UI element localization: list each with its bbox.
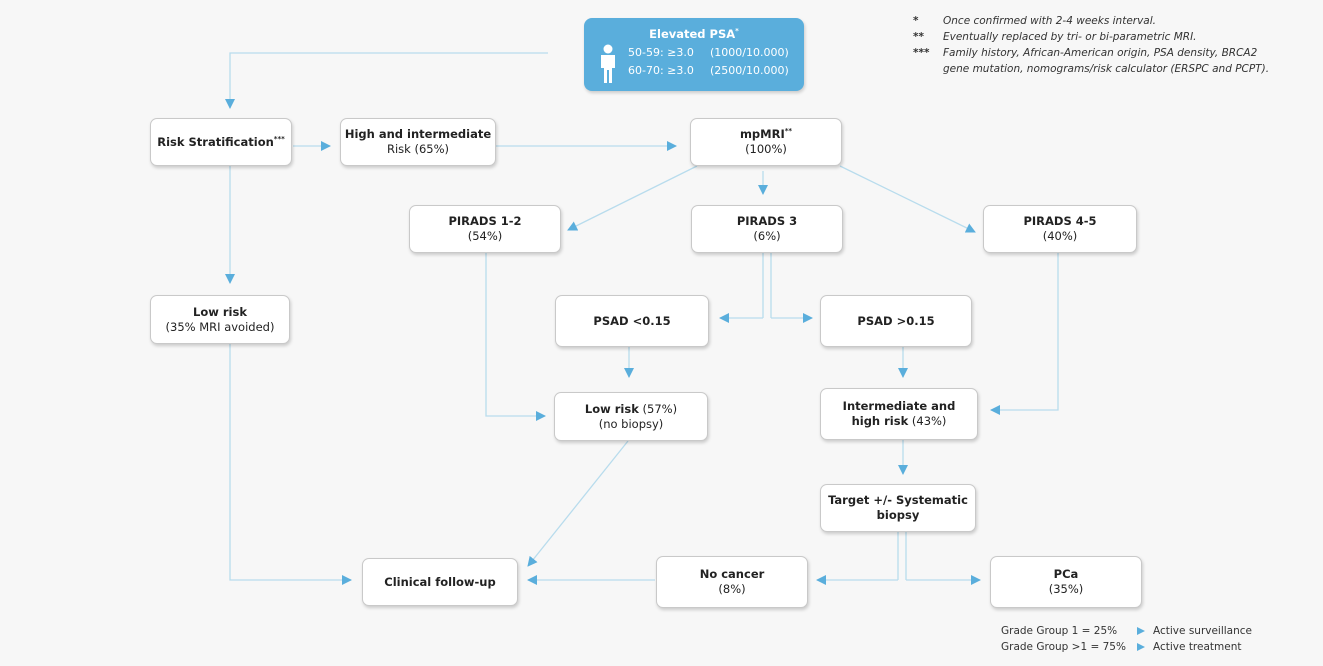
arrow-right-icon <box>1137 627 1145 635</box>
psa-range-ratio: (1000/10.000) <box>710 46 789 59</box>
mpmri-box: mpMRI** (100%) <box>690 118 842 166</box>
footnote-text: Family history, African-American origin,… <box>943 47 1258 59</box>
footnote: *** Family history, African-American orig… <box>913 45 1269 61</box>
grade-group-row: Grade Group >1 = 75% Active treatment <box>1001 639 1242 655</box>
node-title: PIRADS 3 <box>736 214 798 228</box>
psad-low-box: PSAD <0.15 <box>555 295 709 347</box>
node-title: mpMRI <box>739 127 785 141</box>
connector-lowrisk-to-clinical <box>229 344 352 585</box>
grade-group-label: Grade Group 1 = 25% <box>1001 625 1118 637</box>
footnote-mark: ** <box>784 127 793 136</box>
node-title: PSAD <0.15 <box>593 313 671 328</box>
grade-group-outcome: Active treatment <box>1153 641 1242 653</box>
low-risk-mri-avoided-box: Low risk (35% MRI avoided) <box>150 295 290 344</box>
node-subtitle: (35% MRI avoided) <box>165 319 275 334</box>
footnote-mark: * <box>913 15 919 27</box>
node-title: PIRADS 4-5 <box>1023 214 1097 228</box>
psa-range-age: 60-70: ≥3.0 <box>628 64 694 77</box>
node-title-percent: (57%) <box>638 401 678 416</box>
node-title-line2: high risk <box>851 414 909 428</box>
footnote: * Once confirmed with 2-4 weeks interval. <box>913 13 1269 29</box>
pirads-1-2-box: PIRADS 1-2 (54%) <box>409 205 561 253</box>
connector-mpmri-to-pirads45 <box>839 165 976 233</box>
footnote-text: Eventually replaced by tri- or bi-parame… <box>943 31 1197 43</box>
target-biopsy-box: Target +/- Systematic biopsy <box>820 484 976 532</box>
risk-stratification-box: Risk Stratification*** <box>150 118 292 166</box>
footnote-mark: * <box>735 27 739 36</box>
arrow-right-icon <box>1137 643 1145 651</box>
connector-pirads12-to-low57 <box>485 253 546 421</box>
pca-box: PCa (35%) <box>990 556 1142 608</box>
clinical-follow-up-box: Clinical follow-up <box>362 558 518 606</box>
node-subtitle: (8%) <box>718 582 746 596</box>
psa-range-ratio: (2500/10.000) <box>710 64 789 77</box>
node-title: PSAD >0.15 <box>857 313 935 328</box>
node-subtitle: (40%) <box>1042 229 1078 243</box>
node-subtitle: (100%) <box>745 142 787 156</box>
footnote-mark: *** <box>913 47 930 59</box>
connector-pirads45-to-inthigh <box>990 253 1059 415</box>
node-title: PCa <box>1053 567 1079 581</box>
node-title-percent: (43%) <box>908 414 947 428</box>
node-title: Clinical follow-up <box>384 574 496 589</box>
connector-low57-to-clinical <box>527 440 629 567</box>
footnote-text: Once confirmed with 2-4 weeks interval. <box>943 15 1156 27</box>
grade-group-outcome: Active surveillance <box>1153 625 1253 637</box>
grade-group-label: Grade Group >1 = 75% <box>1001 641 1126 653</box>
elevated-psa-title: Elevated PSA <box>649 27 736 41</box>
node-title: Low risk <box>584 401 639 416</box>
node-subtitle: (54%) <box>467 229 503 243</box>
footnote-mark: ** <box>913 31 924 43</box>
node-subtitle: (6%) <box>753 229 781 243</box>
no-cancer-box: No cancer (8%) <box>656 556 808 608</box>
intermediate-high-risk-box: Intermediate and high risk (43%) <box>820 388 978 440</box>
psa-range-age: 50-59: ≥3.0 <box>628 46 694 59</box>
footnote-mark: *** <box>273 134 285 143</box>
low-risk-no-biopsy-box: Low risk (57%) (no biopsy) <box>554 392 708 441</box>
node-title: High and intermediate <box>344 127 492 141</box>
grade-group-row: Grade Group 1 = 25% Active surveillance <box>1001 623 1252 639</box>
elevated-psa-box: Elevated PSA* 50-59: ≥3.0 (1000/10.000) 6… <box>584 18 804 91</box>
footnote-text: gene mutation, nomograms/risk calculator… <box>943 63 1270 75</box>
grade-group-legend: Grade Group 1 = 25% Active surveillance G… <box>1001 623 1252 655</box>
node-subtitle: Risk (65%) <box>386 142 450 156</box>
footnote: gene mutation, nomograms/risk calculator… <box>913 61 1269 77</box>
node-subtitle: (35%) <box>1048 582 1084 596</box>
high-intermediate-risk-box: High and intermediate Risk (65%) <box>340 118 496 166</box>
node-title: Target +/- Systematic <box>828 493 968 507</box>
footnotes: * Once confirmed with 2-4 weeks interval.… <box>913 13 1269 77</box>
psad-high-box: PSAD >0.15 <box>820 295 972 347</box>
connector-mpmri-to-pirads12 <box>567 165 698 231</box>
node-title: No cancer <box>699 567 765 581</box>
pirads-3-box: PIRADS 3 (6%) <box>691 205 843 253</box>
node-title-line2: biopsy <box>876 508 920 522</box>
node-subtitle: (no biopsy) <box>598 416 664 431</box>
connector-psa-to-risk <box>225 52 548 109</box>
pirads-4-5-box: PIRADS 4-5 (40%) <box>983 205 1137 253</box>
node-title: PIRADS 1-2 <box>448 214 522 228</box>
risk-stratification-label: Risk Stratification <box>157 134 274 149</box>
node-title: Low risk <box>193 304 247 319</box>
person-icon <box>601 44 615 83</box>
node-title: Intermediate and <box>842 399 956 413</box>
footnote: ** Eventually replaced by tri- or bi-para… <box>913 29 1269 45</box>
